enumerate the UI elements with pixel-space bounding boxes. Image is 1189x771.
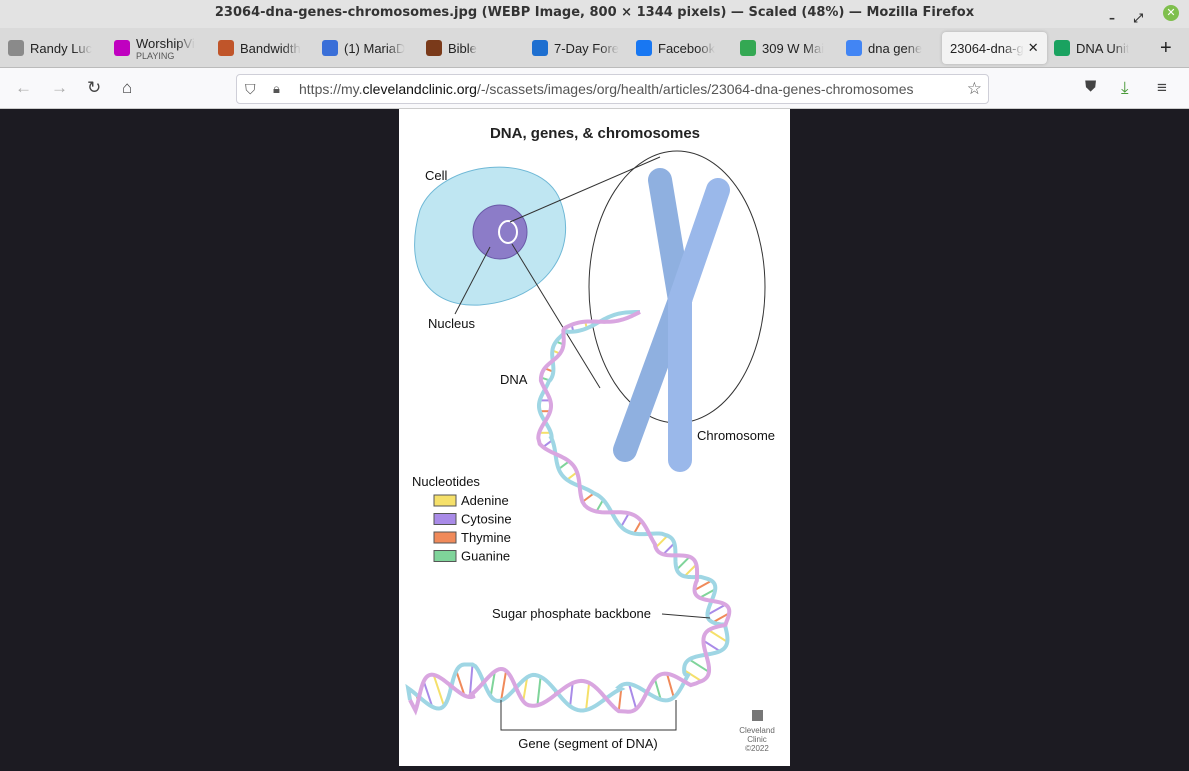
tab-favicon-icon — [740, 40, 756, 56]
tab-favicon-icon — [1054, 40, 1070, 56]
logo-line2: Clinic — [747, 735, 767, 744]
label-gene: Gene (segment of DNA) — [518, 736, 657, 751]
tab-8[interactable]: dna gene — [846, 32, 922, 64]
base-pair — [663, 543, 674, 554]
tab-favicon-icon — [114, 40, 130, 56]
tab-label: WorshipVi — [136, 36, 195, 51]
back-button[interactable]: ← — [15, 78, 32, 98]
base-pair — [685, 565, 697, 577]
tab-favicon-icon — [426, 40, 442, 56]
legend-title: Nucleotides — [412, 474, 480, 489]
label-chromosome: Chromosome — [697, 428, 775, 443]
forward-button[interactable]: → — [51, 78, 68, 98]
legend-swatch — [434, 495, 456, 506]
label-nucleus: Nucleus — [428, 316, 475, 331]
home-button[interactable]: ⌂ — [122, 78, 132, 98]
tab-label: (1) MariaD — [344, 41, 405, 56]
tab-4[interactable]: Bible — [426, 32, 477, 64]
base-pair — [619, 689, 621, 711]
menu-icon[interactable]: ≡ — [1157, 78, 1167, 98]
tab-label: 7-Day Fore — [554, 41, 619, 56]
dna-image: DNA, genes, & chromosomes Cell Nucleus D… — [399, 109, 790, 766]
legend-swatch — [434, 532, 456, 543]
base-pair — [677, 557, 690, 570]
tab-9[interactable]: 23064-dna-g ✕ — [942, 32, 1047, 64]
logo-year: ©2022 — [745, 744, 769, 753]
lock-icon[interactable]: 🔒︎ — [273, 75, 280, 103]
window-titlebar: 23064-dna-genes-chromosomes.jpg (WEBP Im… — [0, 0, 1189, 28]
tab-3[interactable]: (1) MariaD — [322, 32, 405, 64]
tab-label: DNA Unit — [1076, 41, 1129, 56]
navigation-bar: ← → ↻ ⌂ ⛉ 🔒︎ https://my.clevelandclinic.… — [0, 68, 1189, 109]
shield-icon[interactable]: ⛉ — [245, 75, 256, 103]
legend-label: Cytosine — [461, 512, 512, 527]
base-pair — [583, 493, 594, 502]
base-pair — [634, 521, 641, 534]
tab-favicon-icon — [636, 40, 652, 56]
tab-label: Bandwidth — [240, 41, 301, 56]
bookmark-star-icon[interactable]: ☆ — [967, 75, 982, 103]
label-backbone: Sugar phosphate backbone — [492, 606, 651, 621]
new-tab-button[interactable]: + — [1160, 32, 1172, 64]
base-pair — [470, 665, 473, 696]
base-pair — [709, 630, 728, 642]
base-pair — [586, 683, 589, 710]
tab-favicon-icon — [846, 40, 862, 56]
legend-label: Adenine — [461, 493, 509, 508]
window-title: 23064-dna-genes-chromosomes.jpg (WEBP Im… — [215, 5, 974, 20]
tab-2[interactable]: Bandwidth — [218, 32, 301, 64]
tab-label: 309 W Mai — [762, 41, 824, 56]
base-pair — [621, 513, 629, 526]
legend-swatch — [434, 514, 456, 525]
tab-label: Randy Luc — [30, 41, 92, 56]
pocket-icon[interactable]: ⛊ — [1085, 78, 1096, 95]
tab-5[interactable]: 7-Day Fore — [532, 32, 619, 64]
tab-sublabel: PLAYING — [136, 51, 195, 61]
tab-label: Facebook — [658, 41, 715, 56]
reload-button[interactable]: ↻ — [87, 78, 101, 98]
logo-line1: Cleveland — [739, 726, 775, 735]
close-tab-icon[interactable]: ✕ — [1028, 40, 1039, 56]
legend-label: Thymine — [461, 530, 511, 545]
label-cell: Cell — [425, 168, 448, 183]
url-path: /-/scassets/images/org/health/articles/2… — [477, 81, 914, 97]
tab-10[interactable]: DNA Unit — [1054, 32, 1129, 64]
close-window-button[interactable]: ✕ — [1163, 5, 1179, 21]
tab-label: dna gene — [868, 41, 922, 56]
figure-title: DNA, genes, & chromosomes — [490, 125, 700, 142]
url-domain: clevelandclinic.org — [363, 81, 477, 97]
cleveland-clinic-logo-icon — [752, 710, 763, 721]
tab-6[interactable]: Facebook — [636, 32, 715, 64]
base-pair — [656, 536, 668, 548]
tab-label: Bible — [448, 41, 477, 56]
downloads-icon[interactable]: ⤓ — [1121, 78, 1129, 98]
tab-favicon-icon — [322, 40, 338, 56]
url-bar[interactable]: ⛉ 🔒︎ https://my.clevelandclinic.org/-/sc… — [236, 74, 989, 104]
tab-label: 23064-dna-g — [950, 41, 1024, 56]
base-pair — [570, 683, 573, 706]
legend-label: Guanine — [461, 549, 510, 564]
tab-favicon-icon — [8, 40, 24, 56]
tab-7[interactable]: 309 W Mai — [740, 32, 824, 64]
tab-favicon-icon — [218, 40, 234, 56]
label-dna: DNA — [500, 372, 528, 387]
base-pair — [537, 677, 540, 705]
legend-swatch — [434, 551, 456, 562]
url-prefix: https://my. — [299, 81, 363, 97]
tab-0[interactable]: Randy Luc — [8, 32, 92, 64]
tab-favicon-icon — [532, 40, 548, 56]
